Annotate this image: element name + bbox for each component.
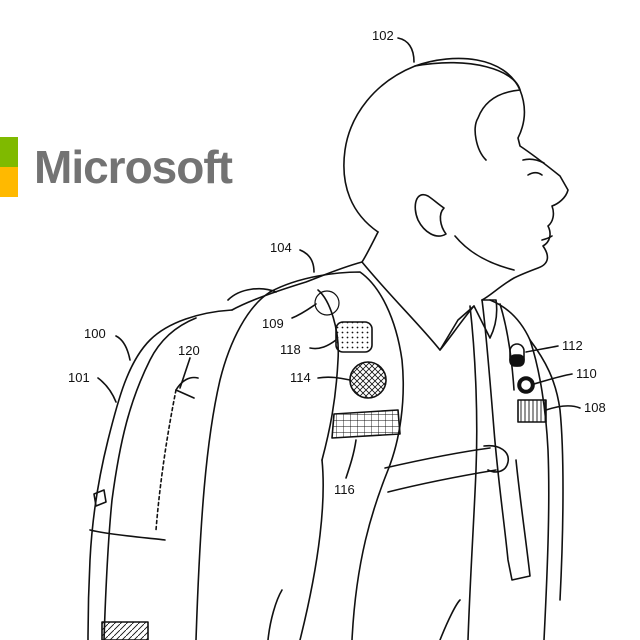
torso-line — [467, 305, 478, 640]
shoulder-strap-outer — [269, 271, 405, 640]
eye — [527, 171, 543, 176]
label-110: 110 — [576, 366, 597, 381]
bottom-patch — [101, 621, 149, 640]
lead-104 — [299, 249, 315, 273]
chest-strap — [384, 447, 497, 493]
label-112: 112 — [562, 338, 583, 353]
label-108: 108 — [584, 400, 606, 415]
label-100: 100 — [84, 326, 106, 341]
logo-yellow-square — [0, 167, 18, 197]
ear — [414, 193, 447, 237]
label-109: 109 — [262, 316, 284, 331]
label-120: 120 — [178, 343, 200, 358]
shirt-collar — [361, 231, 498, 351]
logo-squares — [0, 137, 18, 197]
module-108 — [517, 399, 547, 423]
lead-112 — [525, 345, 559, 353]
lead-100 — [115, 335, 131, 361]
lead-109 — [291, 303, 317, 319]
microsoft-logo: Microsoft — [0, 137, 233, 197]
shoulder-strap-inner — [195, 291, 271, 640]
backpack-back-panel — [103, 317, 197, 640]
head-outline — [343, 57, 569, 301]
arm-outline — [299, 459, 324, 640]
right-strap-outer — [489, 299, 550, 640]
strap-edge — [317, 289, 340, 461]
zipper-pull — [93, 489, 107, 507]
lead-120 — [179, 357, 191, 389]
backpack-body-outline — [87, 309, 233, 640]
arm-inner — [267, 589, 283, 640]
band-116 — [331, 409, 401, 439]
lead-114 — [317, 376, 351, 381]
jaw-line — [454, 235, 515, 271]
right-strap — [481, 299, 531, 581]
lead-110 — [533, 373, 573, 385]
pad-118 — [335, 321, 373, 353]
label-102: 102 — [372, 28, 394, 43]
button-110-ring — [521, 380, 531, 390]
strap-panel-120 — [175, 376, 199, 399]
back-outline — [231, 261, 363, 311]
label-104: 104 — [270, 240, 292, 255]
label-101: 101 — [68, 370, 90, 385]
backpack-seam — [89, 529, 166, 541]
sensor-109 — [314, 290, 340, 316]
label-116: 116 — [334, 482, 355, 497]
side-panel — [155, 389, 177, 531]
collar-front — [439, 305, 475, 351]
lead-101 — [97, 377, 117, 403]
hair-line — [414, 61, 521, 161]
lead-108 — [545, 405, 581, 411]
backpack-top-handle — [227, 287, 277, 301]
lead-118 — [309, 339, 337, 350]
eye-brow — [522, 158, 545, 164]
indicator-112-fill — [509, 354, 525, 367]
logo-wordmark: Microsoft — [34, 141, 233, 193]
logo-green-square — [0, 137, 18, 167]
hip-line — [439, 599, 461, 640]
label-114: 114 — [290, 370, 311, 385]
label-118: 118 — [280, 342, 301, 357]
mesh-114 — [349, 361, 387, 399]
right-back-line — [529, 339, 564, 601]
mouth-line — [541, 235, 553, 241]
lead-102 — [397, 37, 415, 63]
lead-116 — [345, 439, 357, 479]
